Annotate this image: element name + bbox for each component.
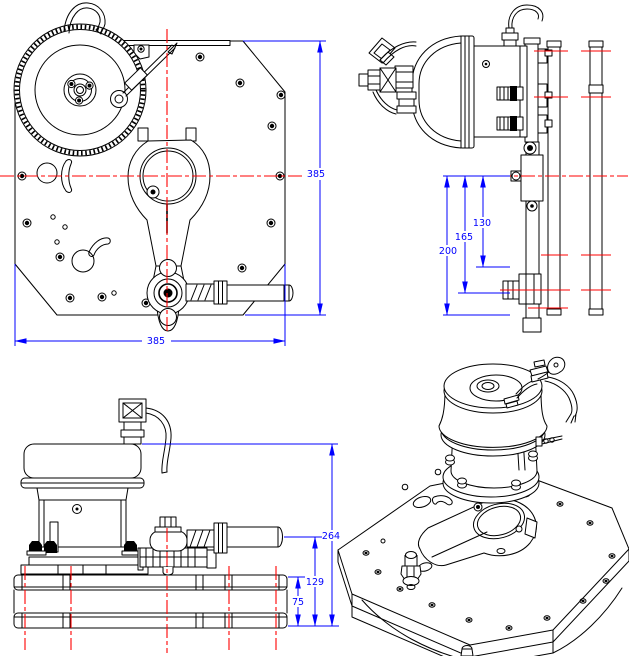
isometric-view	[337, 356, 629, 656]
dimension-front-height: 385	[243, 40, 330, 316]
plate-kidney-slots	[61, 159, 111, 257]
iso-fittings	[503, 356, 578, 447]
elbow-fitting	[118, 398, 172, 474]
winch-cable	[63, 2, 106, 35]
chamber-clamp-nuts	[26, 541, 140, 556]
dimension-side-165: 165	[453, 175, 510, 294]
cable-drum	[13, 23, 147, 157]
iso-shaft-nut	[400, 551, 422, 590]
front-view: 385 385	[0, 2, 330, 347]
dim-elev-129-label: 129	[306, 577, 324, 588]
dim-elev-264-label: 264	[322, 531, 340, 542]
iso-flange-nuts	[445, 450, 538, 491]
lever-shaft-elevation	[137, 516, 283, 576]
dimension-front-width: 385	[14, 264, 286, 347]
mounting-flange-bar	[523, 37, 553, 143]
brake-chamber-elevation	[20, 443, 149, 575]
base-plate-edge	[13, 574, 288, 629]
plates-edge-on	[546, 40, 604, 316]
bolt-centerlines	[24, 528, 277, 653]
dim-front-height-label: 385	[307, 169, 325, 180]
dimension-side-200: 200	[437, 175, 510, 316]
iso-cover-plate	[417, 498, 538, 567]
dim-side-200-label: 200	[439, 246, 457, 257]
dimension-elev-129: 129	[284, 536, 328, 627]
centerline-ticks	[497, 50, 628, 309]
dimension-side-130: 130	[471, 175, 510, 268]
elevation-view: 264 129 75	[13, 398, 345, 653]
dim-side-165-label: 165	[455, 232, 473, 243]
hub-bolts	[67, 79, 94, 105]
dim-side-130-label: 130	[473, 218, 491, 229]
pull-rod	[502, 141, 544, 333]
iso-plate-holes	[362, 468, 616, 631]
mounting-studs	[496, 86, 524, 131]
iso-plate	[337, 469, 629, 656]
dim-elev-75-label: 75	[292, 597, 304, 608]
iso-brake-chamber	[438, 356, 578, 504]
air-fittings	[358, 37, 417, 115]
output-shaft	[185, 280, 294, 305]
iso-bottom-stud	[460, 645, 474, 656]
top-cable-gland	[501, 4, 544, 47]
dim-front-width-label: 385	[147, 336, 165, 347]
dimension-elev-75: 75	[288, 576, 308, 627]
brake-chamber-side	[394, 35, 528, 149]
side-view: 200 165 130	[358, 4, 628, 333]
